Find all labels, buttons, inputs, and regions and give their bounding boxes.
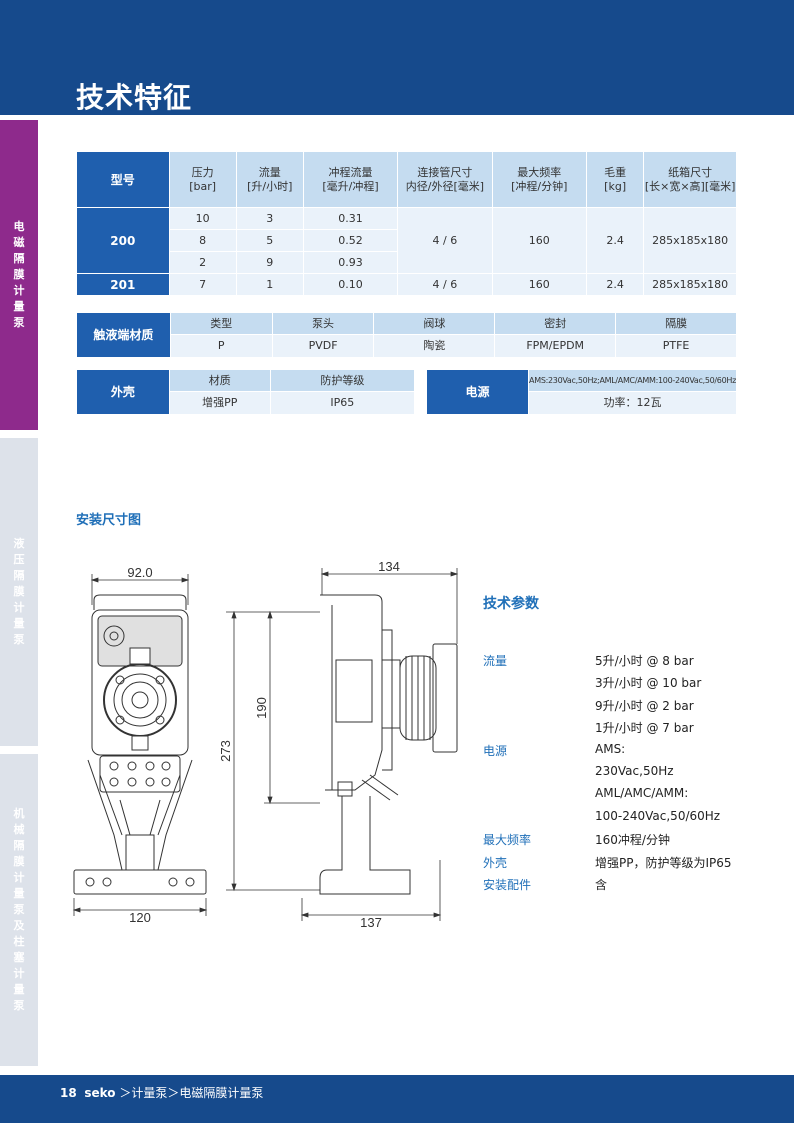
breadcrumb-item[interactable]: 电磁隔膜计量泵: [179, 1086, 264, 1100]
header-pressure: 压力[bar]: [169, 152, 236, 207]
dim-top-left: 92.0: [127, 565, 152, 580]
table-header: 防护等级: [270, 370, 414, 391]
table-cell: 2: [169, 252, 236, 273]
table-header: 阀球: [374, 313, 495, 334]
param-label: 最大频率: [483, 833, 532, 848]
table-cell: 0.31: [303, 208, 398, 229]
param-label: 外壳: [483, 855, 508, 870]
header-freq: 最大频率[冲程/分钟]: [492, 152, 587, 207]
dim-top-right: 134: [378, 560, 400, 574]
table-cell: 10: [169, 208, 236, 229]
side-tab-mechanical[interactable]: 机械隔膜计量泵及柱塞计量泵: [0, 754, 38, 1066]
wetted-material-table: 触液端材质 类型 泵头 阀球 密封 隔膜 P PVDF 陶瓷 FPM/EPDM …: [76, 312, 737, 358]
housing-label: 外壳: [77, 370, 169, 414]
table-cell: 2.4: [587, 208, 644, 273]
table-cell: 160: [492, 208, 587, 273]
dim-bottom-right: 137: [360, 915, 382, 930]
side-tab-hydraulic[interactable]: 液压隔膜计量泵: [0, 438, 38, 746]
pump-front-view: [73, 594, 207, 895]
table-cell: 3: [236, 208, 303, 229]
param-value: 3升/小时 @ 10 bar: [595, 676, 702, 691]
model-201: 201: [77, 274, 169, 295]
table-cell: IP65: [270, 392, 414, 414]
table-header: 泵头: [272, 313, 374, 334]
table-cell: 5: [236, 230, 303, 251]
table-cell: 1: [236, 274, 303, 295]
param-value: 100-240Vac,50/60Hz: [595, 808, 721, 823]
breadcrumb-separator: ＞: [167, 1086, 180, 1100]
table-cell: 285x185x180: [644, 274, 736, 295]
footer-band: [0, 1075, 794, 1123]
param-value: 230Vac,50Hz: [595, 764, 674, 778]
table-cell: 0.10: [303, 274, 398, 295]
table-header: 隔膜: [616, 313, 736, 334]
header-pipe: 连接管尺寸内径/外径[毫米]: [398, 152, 492, 207]
power-table: 电源 AMS:230Vac,50Hz;AML/AMC/AMM:100-240Va…: [426, 369, 737, 415]
dim-height-total: 273: [218, 740, 233, 762]
power-label: 电源: [427, 370, 529, 414]
header-band: [0, 0, 794, 115]
footer-breadcrumb: 18 seko ＞计量泵＞电磁隔膜计量泵: [60, 1084, 263, 1101]
breadcrumb-item[interactable]: 计量泵: [131, 1086, 168, 1100]
param-value: 9升/小时 @ 2 bar: [595, 698, 694, 713]
table-cell: P: [170, 335, 272, 357]
wetted-label: 触液端材质: [77, 313, 170, 357]
table-cell: 0.93: [303, 252, 398, 273]
table-cell: 8: [169, 230, 236, 251]
model-200: 200: [77, 208, 169, 273]
header-flow: 流量[升/小时]: [236, 152, 303, 207]
table-cell: 增强PP: [169, 392, 270, 414]
table-cell: 0.52: [303, 230, 398, 251]
param-value: AMS:: [595, 741, 626, 756]
header-model: 型号: [77, 152, 169, 207]
table-cell: 160: [492, 274, 587, 295]
param-label: 安装配件: [483, 878, 532, 892]
spec-table: 型号 压力[bar] 流量[升/小时] 冲程流量[毫升/冲程] 连接管尺寸内径/…: [76, 151, 737, 296]
table-cell: 2.4: [587, 274, 644, 295]
header-box: 纸箱尺寸[长×宽×高][毫米]: [644, 152, 736, 207]
side-tab-diaphragm[interactable]: 电磁隔膜计量泵: [0, 120, 38, 430]
brand-logo: seko: [84, 1086, 116, 1100]
param-label: 电源: [483, 743, 508, 758]
param-value: 1升/小时 @ 7 bar: [595, 721, 694, 736]
table-cell: 7: [169, 274, 236, 295]
param-value: 增强PP，防护等级为IP65: [595, 855, 732, 870]
power-wattage: 功率：12瓦: [529, 392, 736, 414]
housing-table: 外壳 材质 防护等级 增强PP IP65: [76, 369, 415, 415]
drawing-title: 安装尺寸图: [76, 513, 142, 528]
table-cell: PVDF: [272, 335, 374, 357]
table-cell: 285x185x180: [644, 208, 736, 273]
table-cell: 9: [236, 252, 303, 273]
params-title: 技术参数: [483, 596, 539, 612]
breadcrumb-separator: ＞: [119, 1086, 132, 1100]
dim-bottom-left: 120: [129, 910, 151, 925]
param-value: AML/AMC/AMM:: [595, 786, 689, 801]
param-label: 流量: [483, 654, 508, 668]
table-cell: 陶瓷: [374, 335, 495, 357]
dimension-drawing: 92.0 120 273 190 134 137: [72, 560, 459, 930]
page-number: 18: [60, 1086, 77, 1100]
power-spec: AMS:230Vac,50Hz;AML/AMC/AMM:100-240Vac,5…: [529, 370, 736, 391]
param-value: 160冲程/分钟: [595, 833, 670, 848]
param-value: 5升/小时 @ 8 bar: [595, 654, 694, 668]
table-header: 类型: [170, 313, 272, 334]
header-weight: 毛重[kg]: [587, 152, 644, 207]
header-stroke: 冲程流量[毫升/冲程]: [303, 152, 398, 207]
page-title: 技术特征: [76, 81, 193, 114]
table-header: 材质: [169, 370, 270, 391]
table-cell: FPM/EPDM: [495, 335, 616, 357]
param-value: 含: [595, 878, 608, 892]
dim-height-inner: 190: [254, 697, 269, 719]
pump-side-view: [319, 594, 458, 895]
table-cell: 4 / 6: [398, 208, 492, 273]
table-cell: PTFE: [616, 335, 736, 357]
table-header: 密封: [495, 313, 616, 334]
table-cell: 4 / 6: [398, 274, 492, 295]
